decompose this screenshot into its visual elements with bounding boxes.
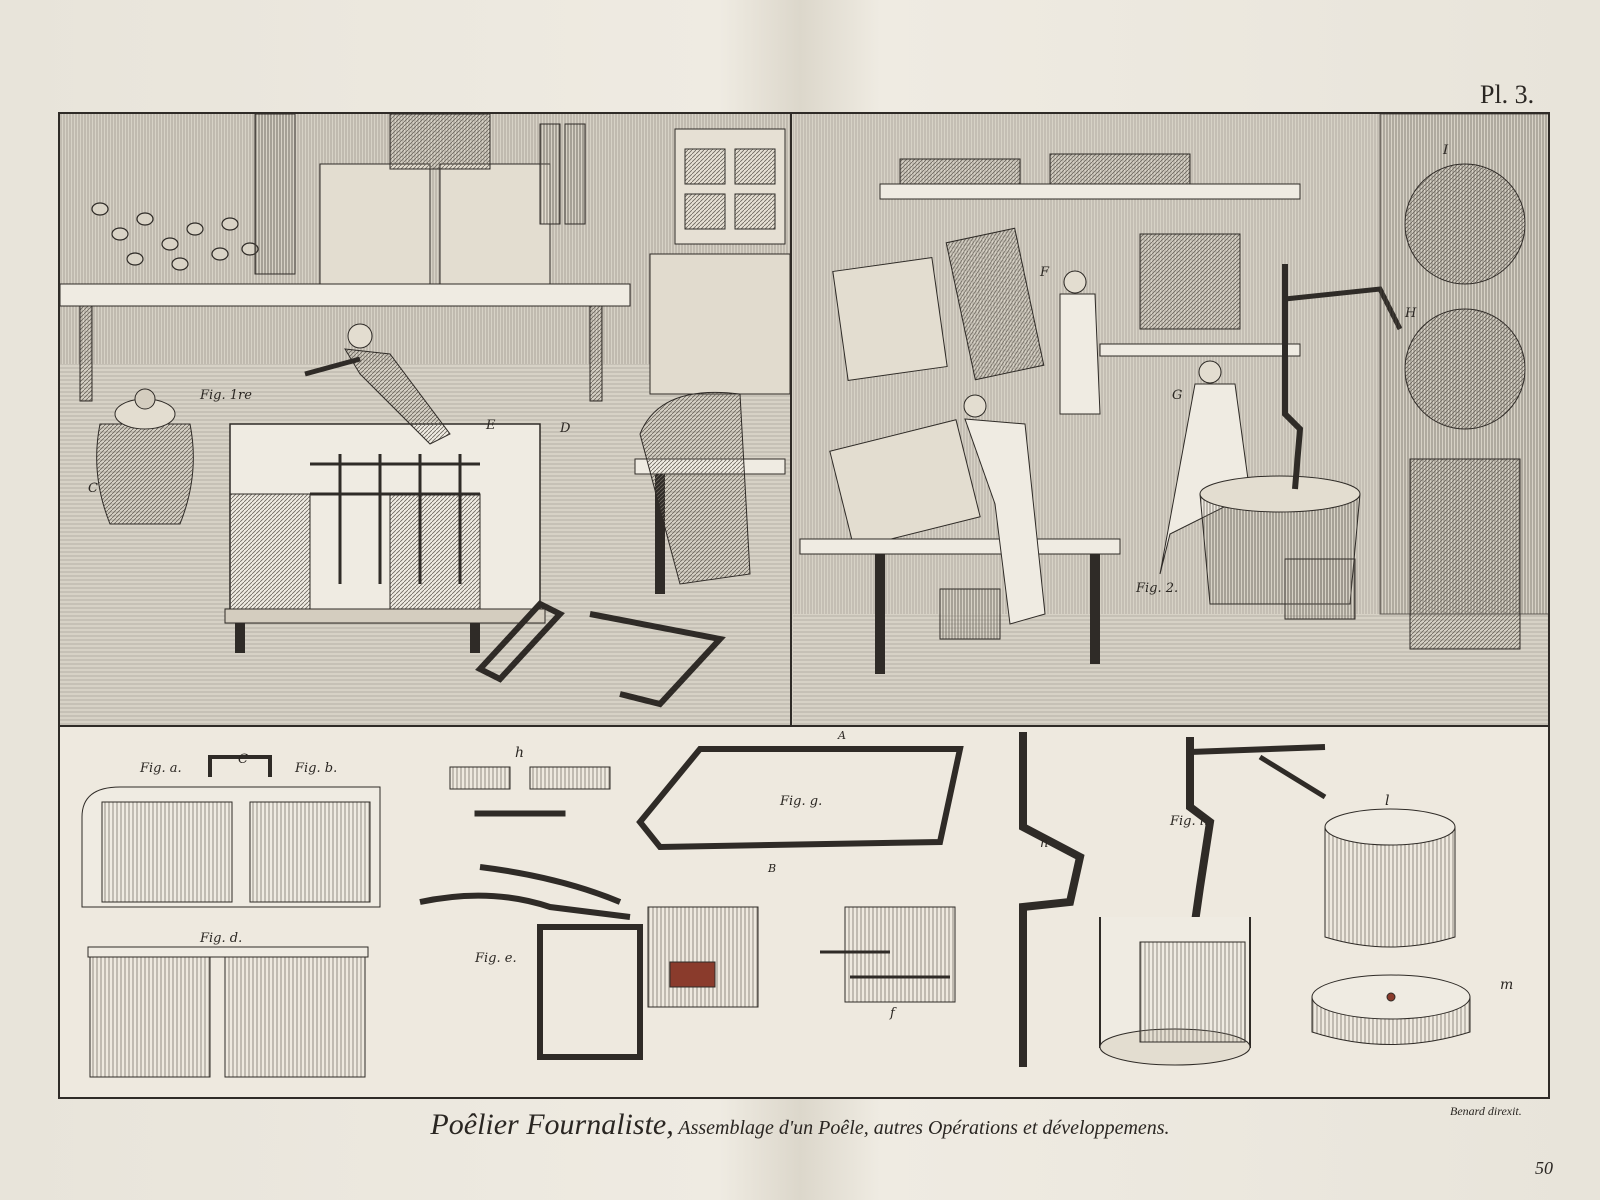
- label-a: A: [837, 729, 846, 742]
- label-c-small: C: [238, 752, 248, 767]
- caption-sub: Assemblage d'un Poêle, autres Opérations…: [673, 1117, 1170, 1139]
- label-fig-i: Fig. i.: [1169, 814, 1208, 829]
- fig-g-frame: [636, 746, 964, 851]
- fig-h-parts: [449, 766, 611, 817]
- worker-f: [1059, 270, 1101, 415]
- engraver-credit: Benard direxit.: [1450, 1104, 1522, 1118]
- label-h-small: h: [515, 745, 524, 761]
- fig-a-b-tiles: [81, 755, 381, 908]
- label-h: H: [1404, 306, 1417, 321]
- label-fig-a: Fig. a.: [139, 761, 182, 776]
- fig-i-press: [1099, 737, 1327, 1066]
- tile-shelf: [879, 153, 1301, 200]
- label-i: I: [1442, 143, 1449, 158]
- label-fig-g: Fig. g.: [779, 794, 822, 809]
- pipe-shelf: [60, 114, 631, 402]
- workshop-scene-panel: Fig. 1re C D E F G H I Fig. 2.: [58, 112, 1550, 727]
- label-n: n: [1040, 836, 1048, 851]
- label-f-small: f: [889, 1006, 897, 1021]
- label-fig-2: Fig. 2.: [1135, 581, 1178, 596]
- label-fig-b: Fig. b.: [294, 761, 337, 776]
- workshop-scene-drawing: Fig. 1re C D E F G H I Fig. 2.: [60, 114, 1548, 725]
- label-fig-d: Fig. d.: [199, 931, 242, 946]
- worker-bench: [963, 394, 1046, 625]
- label-fig-e: Fig. e.: [474, 951, 517, 966]
- urn-stove-c: [96, 388, 194, 525]
- caption-main: Poêlier Fournaliste,: [430, 1108, 674, 1141]
- label-fig-1: Fig. 1re: [199, 388, 252, 403]
- developments-panel: Fig. a. C Fig. b. Fig. d. h A B Fig. g. …: [58, 727, 1550, 1099]
- fig-d-tiles: [87, 946, 369, 1078]
- worker-fig-1: [304, 323, 451, 445]
- centre-bench: [634, 391, 786, 594]
- plate-number: Pl. 3.: [1480, 80, 1535, 109]
- tile-panels: [829, 227, 1241, 549]
- tall-stove: [649, 128, 791, 395]
- label-g: G: [1172, 388, 1182, 403]
- label-d: D: [559, 421, 571, 436]
- label-e: E: [485, 418, 496, 433]
- fig-m-disc: [1311, 974, 1471, 1045]
- label-c: C: [88, 481, 98, 496]
- fig-n-bar: [1019, 732, 1085, 1067]
- label-l: l: [1385, 793, 1389, 809]
- floor-frame-pieces: [475, 600, 726, 708]
- stove-assembly: [224, 423, 546, 653]
- label-m: m: [1500, 977, 1513, 993]
- right-bench: [799, 343, 1301, 674]
- fig-l-block: [1324, 808, 1456, 948]
- label-b: B: [767, 862, 776, 875]
- developments-drawing: Fig. a. C Fig. b. Fig. d. h A B Fig. g. …: [81, 729, 1513, 1078]
- label-f: F: [1039, 265, 1050, 280]
- page-number: 50: [1535, 1158, 1553, 1178]
- mould-discs: [1379, 114, 1548, 650]
- fig-f-plate: [820, 906, 956, 1003]
- fig-e-door: [419, 864, 759, 1060]
- plate-caption: Poêlier Fournaliste, Assemblage d'un Poê…: [0, 1108, 1600, 1142]
